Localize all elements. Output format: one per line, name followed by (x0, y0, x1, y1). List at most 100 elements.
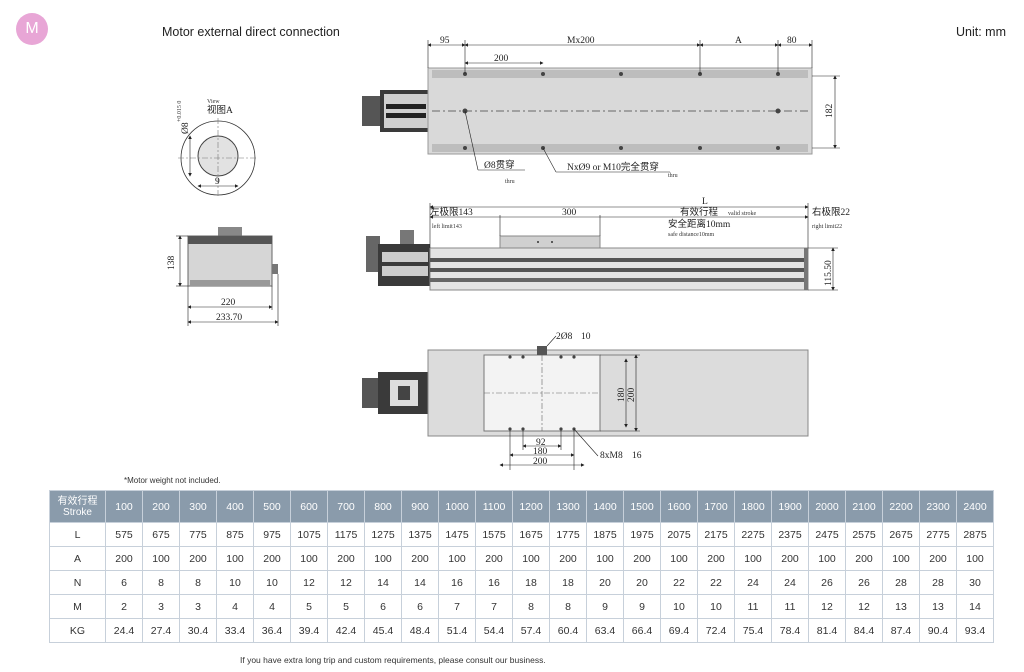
right-limit: 右极限22 (812, 206, 850, 218)
table-cell: 90.4 (919, 618, 957, 643)
thread-callout: 8xM8 (600, 451, 623, 461)
stroke-col-header: 2300 (919, 490, 957, 523)
table-cell: 200 (327, 546, 365, 571)
table-cell: 575 (105, 522, 143, 547)
table-cell: 100 (586, 546, 624, 571)
table-cell: 100 (734, 546, 772, 571)
table-cell: 200 (179, 546, 217, 571)
table-cell: 5 (290, 594, 328, 619)
table-cell: 200 (253, 546, 291, 571)
footer-note: If you have extra long trip and custom r… (240, 655, 546, 665)
table-cell: 69.4 (660, 618, 698, 643)
stroke-col-header: 1900 (771, 490, 809, 523)
table-cell: 100 (364, 546, 402, 571)
view-label-en: View (207, 99, 220, 105)
dim-9: 9 (215, 177, 220, 187)
table-cell: 4 (253, 594, 291, 619)
table-cell: 2 (105, 594, 143, 619)
table-cell: 22 (660, 570, 698, 595)
table-cell: 1575 (475, 522, 513, 547)
table-cell: 8 (549, 594, 587, 619)
table-cell: 24 (734, 570, 772, 595)
stroke-col-header: 1700 (697, 490, 735, 523)
left-limit: 左极限143 (430, 206, 473, 218)
stroke-col-header: 1200 (512, 490, 550, 523)
table-cell: 30 (956, 570, 994, 595)
shaft-tolerance: +0.015 0 (177, 101, 183, 122)
table-cell: 200 (475, 546, 513, 571)
table-cell: 14 (364, 570, 402, 595)
table-cell: 775 (179, 522, 217, 547)
table-cell: 7 (438, 594, 476, 619)
left-limit-en: left limit143 (432, 223, 462, 230)
row-label: A (49, 546, 106, 571)
table-cell: 10 (216, 570, 254, 595)
table-cell: 100 (882, 546, 920, 571)
stroke-col-header: 2000 (808, 490, 846, 523)
pin-hole-callout: 2Ø8 (556, 332, 573, 342)
table-cell: 45.4 (364, 618, 402, 643)
dim-138: 138 (167, 256, 177, 271)
stroke-col-header: 700 (327, 490, 365, 523)
dim-mx200: Mx200 (567, 36, 595, 46)
table-cell: 1375 (401, 522, 439, 547)
unit-label: Unit: mm (956, 25, 1006, 39)
table-cell: 200 (105, 546, 143, 571)
bottom-view: 180 200 2Ø8 10 92 180 200 8xM8 16 (362, 332, 809, 470)
hole2-callout-en: thru (668, 173, 678, 179)
stroke-header-cn: 有效行程 (57, 495, 98, 507)
row-label: M (49, 594, 106, 619)
safe-distance-en: safe distance10mm (668, 231, 714, 238)
dim-80: 80 (787, 36, 797, 46)
stroke-col-header: 300 (179, 490, 217, 523)
table-cell: 200 (549, 546, 587, 571)
dim-l: L (702, 197, 708, 207)
page-heading: Motor external direct connection (162, 25, 340, 39)
table-cell: 1875 (586, 522, 624, 547)
stroke-col-header: 800 (364, 490, 402, 523)
table-cell: 28 (882, 570, 920, 595)
table-cell: 75.4 (734, 618, 772, 643)
table-cell: 975 (253, 522, 291, 547)
table-cell: 8 (142, 570, 180, 595)
table-cell: 84.4 (845, 618, 883, 643)
table-cell: 24.4 (105, 618, 143, 643)
table-cell: 4 (216, 594, 254, 619)
table-cell: 60.4 (549, 618, 587, 643)
stroke-col-header: 400 (216, 490, 254, 523)
hole-callout: Ø8贯穿 (484, 159, 515, 171)
view-label: 视图A (207, 104, 233, 116)
table-cell: 9 (586, 594, 624, 619)
thread-depth: 16 (632, 451, 642, 461)
dim-200v: 200 (627, 388, 637, 403)
view-a: View 视图A Ø8 +0.015 0 9 (177, 99, 258, 198)
table-cell: 1475 (438, 522, 476, 547)
table-cell: 13 (919, 594, 957, 619)
table-cell: 18 (549, 570, 587, 595)
table-cell: 200 (845, 546, 883, 571)
table-cell: 100 (660, 546, 698, 571)
table-cell: 87.4 (882, 618, 920, 643)
table-cell: 100 (216, 546, 254, 571)
table-cell: 39.4 (290, 618, 328, 643)
stroke-col-header: 900 (401, 490, 439, 523)
dim-200: 200 (494, 54, 509, 64)
table-cell: 2675 (882, 522, 920, 547)
table-cell: 10 (697, 594, 735, 619)
table-cell: 30.4 (179, 618, 217, 643)
table-cell: 51.4 (438, 618, 476, 643)
table-cell: 57.4 (512, 618, 550, 643)
end-view: 138 220 233.70 (167, 227, 279, 326)
table-cell: 200 (623, 546, 661, 571)
table-cell: 11 (734, 594, 772, 619)
stroke-col-header: 600 (290, 490, 328, 523)
side-view: L 左极限143 left limit143 300 有效行程 valid st… (366, 197, 850, 291)
stroke-col-header: 1300 (549, 490, 587, 523)
table-cell: 54.4 (475, 618, 513, 643)
stroke-col-header: 1500 (623, 490, 661, 523)
